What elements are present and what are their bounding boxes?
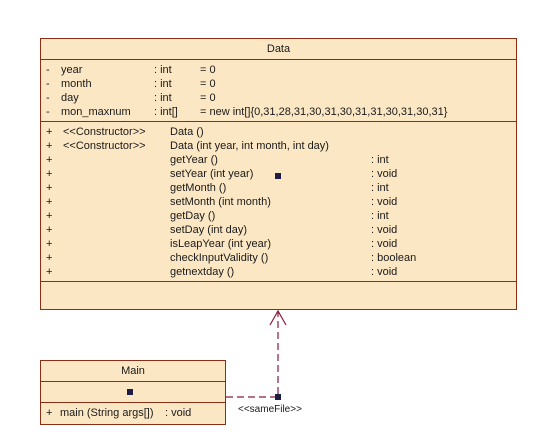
class-data-operations: + <<Constructor>> Data () + <<Constructo… — [41, 122, 516, 282]
op-return: : void — [371, 168, 398, 180]
op-return: : void — [371, 266, 398, 278]
op-return: : void — [371, 196, 398, 208]
operation-row: + getYear () : int — [41, 153, 516, 167]
class-data[interactable]: Data - year : int = 0 - month : int = 0 … — [40, 38, 517, 310]
attr-type: : int — [154, 64, 172, 76]
attr-name: day — [61, 92, 79, 104]
attr-name: month — [61, 78, 92, 90]
op-name: setMonth (int month) — [170, 196, 271, 208]
selection-marker-icon[interactable] — [275, 173, 281, 179]
op-name: getnextday () — [170, 266, 235, 278]
op-name: setDay (int day) — [170, 224, 248, 236]
op-visibility: + — [46, 168, 53, 180]
op-name: setYear (int year) — [170, 168, 254, 180]
class-main[interactable]: Main + main (String args[]) : void — [40, 360, 226, 425]
op-visibility: + — [46, 182, 53, 194]
operation-row: + isLeapYear (int year) : void — [41, 237, 516, 251]
op-return: : void — [371, 224, 398, 236]
op-return: : int — [371, 154, 389, 166]
attr-type: : int — [154, 92, 172, 104]
attr-name: mon_maxnum — [61, 106, 131, 118]
attribute-row: - year : int = 0 — [41, 63, 516, 77]
op-visibility: + — [46, 238, 53, 250]
dependency-line — [226, 311, 279, 398]
op-name: Data (int year, int month, int day) — [170, 140, 329, 152]
operation-row: + main (String args[]) : void — [41, 406, 225, 420]
op-return: : int — [371, 182, 389, 194]
attr-visibility: - — [46, 78, 50, 90]
attr-visibility: - — [46, 106, 50, 118]
class-main-name: Main — [41, 361, 225, 382]
operation-row: + <<Constructor>> Data () — [41, 125, 516, 139]
connector-handle-icon — [275, 394, 281, 400]
op-visibility: + — [46, 154, 53, 166]
dependency-label: <<sameFile>> — [238, 404, 302, 415]
operation-row: + getnextday () : void — [41, 265, 516, 279]
attr-type: : int[] — [154, 106, 178, 118]
op-name: main (String args[]) — [60, 407, 154, 419]
class-main-operations: + main (String args[]) : void — [41, 403, 225, 422]
arrowhead-icon — [269, 309, 287, 326]
op-return: : void — [165, 407, 192, 419]
attribute-row: - mon_maxnum : int[] = new int[]{0,31,28… — [41, 105, 516, 119]
attr-name: year — [61, 64, 83, 76]
selection-marker-icon[interactable] — [127, 389, 133, 395]
op-name: getDay () — [170, 210, 216, 222]
attribute-row: - month : int = 0 — [41, 77, 516, 91]
op-name: Data () — [170, 126, 204, 138]
op-visibility: + — [46, 224, 53, 236]
op-visibility: + — [46, 407, 53, 419]
class-data-name: Data — [41, 39, 516, 60]
op-return: : void — [371, 238, 398, 250]
operation-row: + getDay () : int — [41, 209, 516, 223]
op-visibility: + — [46, 140, 53, 152]
attr-init: = 0 — [200, 92, 216, 104]
op-visibility: + — [46, 252, 53, 264]
op-visibility: + — [46, 266, 53, 278]
attribute-row: - day : int = 0 — [41, 91, 516, 105]
attr-init: = new int[]{0,31,28,31,30,31,30,31,31,30… — [200, 106, 448, 118]
attr-init: = 0 — [200, 78, 216, 90]
attr-visibility: - — [46, 92, 50, 104]
operation-row: + getMonth () : int — [41, 181, 516, 195]
op-name: isLeapYear (int year) — [170, 238, 272, 250]
op-stereotype: <<Constructor>> — [63, 126, 146, 138]
attr-type: : int — [154, 78, 172, 90]
operation-row: + setYear (int year) : void — [41, 167, 516, 181]
op-name: getMonth () — [170, 182, 227, 194]
op-visibility: + — [46, 210, 53, 222]
op-name: checkInputValidity () — [170, 252, 269, 264]
operation-row: + checkInputValidity () : boolean — [41, 251, 516, 265]
op-return: : boolean — [371, 252, 417, 264]
op-stereotype: <<Constructor>> — [63, 140, 146, 152]
op-visibility: + — [46, 126, 53, 138]
operation-row: + setMonth (int month) : void — [41, 195, 516, 209]
attr-init: = 0 — [200, 64, 216, 76]
class-main-attributes — [41, 382, 225, 403]
attr-visibility: - — [46, 64, 50, 76]
op-return: : int — [371, 210, 389, 222]
operation-row: + setDay (int day) : void — [41, 223, 516, 237]
op-visibility: + — [46, 196, 53, 208]
operation-row: + <<Constructor>> Data (int year, int mo… — [41, 139, 516, 153]
op-name: getYear () — [170, 154, 218, 166]
class-data-attributes: - year : int = 0 - month : int = 0 - day… — [41, 60, 516, 122]
